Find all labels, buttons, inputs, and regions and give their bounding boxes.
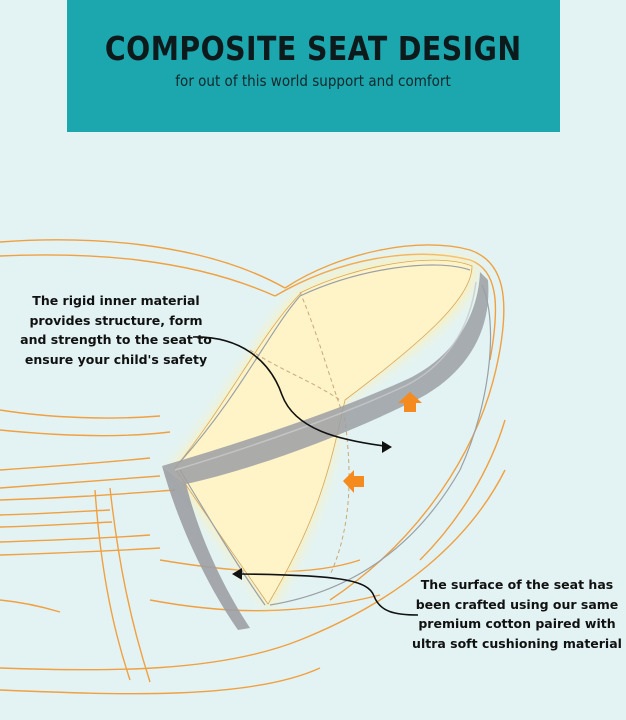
callout-pointer-1-arrowhead <box>382 441 392 453</box>
rigid-frame-outline <box>179 264 492 606</box>
header-banner: COMPOSITE SEAT DESIGN for out of this wo… <box>67 0 560 132</box>
callout-pointer-1 <box>192 336 385 447</box>
carrier-outline <box>0 239 506 695</box>
arrow-left-icon <box>343 470 364 493</box>
page-title: COMPOSITE SEAT DESIGN <box>105 28 522 68</box>
callout-pointer-2 <box>239 573 419 616</box>
callout-surface: The surface of the seat has been crafted… <box>412 577 622 651</box>
callout-inner-material: The rigid inner material provides struct… <box>20 293 212 367</box>
rigid-layer <box>162 272 489 630</box>
arrow-up-icon <box>398 392 422 412</box>
page-subtitle: for out of this world support and comfor… <box>175 71 452 90</box>
callout-pointer-2-arrowhead <box>232 568 242 580</box>
